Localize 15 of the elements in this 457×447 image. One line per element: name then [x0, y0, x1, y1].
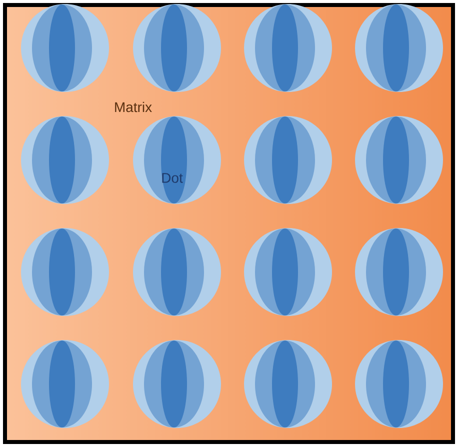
dot-circle: [21, 116, 109, 204]
dot-circle: [355, 228, 443, 316]
dot-circle: [133, 340, 221, 428]
dot-circle: [21, 4, 109, 92]
dot-circle: [355, 340, 443, 428]
dot-circle: [244, 116, 332, 204]
dot-circle: [21, 228, 109, 316]
dot-circle: [355, 4, 443, 92]
dot-circle: [355, 116, 443, 204]
dot-circle: [244, 4, 332, 92]
dot-circle: [244, 228, 332, 316]
dot-circle: [133, 228, 221, 316]
dot-circle: [244, 340, 332, 428]
dot-circle: [21, 340, 109, 428]
dot-circle: [133, 4, 221, 92]
